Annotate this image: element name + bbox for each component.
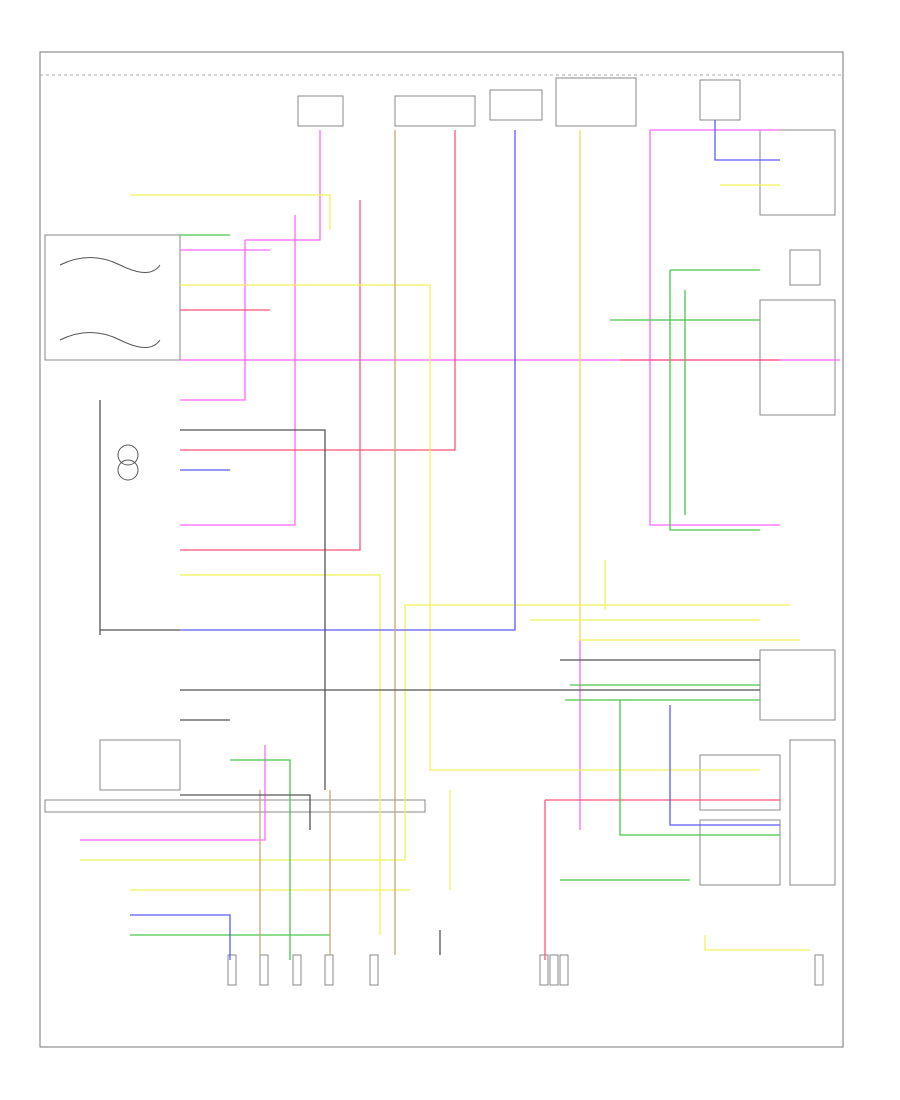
wire-pink-5 xyxy=(180,215,296,526)
switch-box-right xyxy=(759,299,836,416)
wire-yellow-26 xyxy=(704,935,810,951)
connector-1 xyxy=(227,954,237,986)
fuse-box-1 xyxy=(297,95,344,127)
wire-pink-1 xyxy=(245,130,321,241)
connector-9 xyxy=(814,954,824,986)
wire-black-52 xyxy=(180,794,311,830)
connector-7 xyxy=(549,954,559,986)
sensor-symbol-1 xyxy=(59,257,161,273)
connector-3 xyxy=(292,954,302,986)
lamp-symbol-2 xyxy=(117,459,139,481)
relay-box-upper-right xyxy=(759,129,836,216)
fuse-box-2 xyxy=(394,95,476,127)
lamp-symbol-1 xyxy=(117,444,139,466)
connector-8 xyxy=(559,954,569,986)
wire-red-11 xyxy=(180,200,361,551)
fuse-box-5 xyxy=(699,79,741,121)
connector-6 xyxy=(539,954,549,986)
module-left-upper xyxy=(44,234,181,361)
wire-yellow-22 xyxy=(579,130,800,641)
fuse-panel-top xyxy=(297,77,741,127)
relay-small-right xyxy=(789,249,821,286)
wires xyxy=(80,120,840,960)
connector-5 xyxy=(369,954,379,986)
wire-yellow-18 xyxy=(180,574,381,935)
connector-box-right xyxy=(759,649,836,721)
module-box-lower-right xyxy=(789,739,836,886)
fuse-box-4 xyxy=(555,77,637,127)
sensor-symbol-2 xyxy=(59,332,161,348)
wire-yellow-16 xyxy=(180,284,760,771)
pin-table-1 xyxy=(699,754,781,811)
wire-green-30 xyxy=(669,270,760,531)
wire-black-47 xyxy=(180,429,326,790)
wire-pink-8 xyxy=(80,745,266,841)
wire-yellow-20 xyxy=(80,605,406,861)
bottom-connectors xyxy=(227,954,824,986)
wire-blue-42 xyxy=(130,914,231,960)
wire-blue-39 xyxy=(180,130,516,631)
wire-red-10 xyxy=(180,130,456,451)
wire-blue-43 xyxy=(714,120,780,161)
wire-pink-2 xyxy=(180,240,246,401)
wiring-label-bar xyxy=(44,799,426,813)
switch-box-left xyxy=(99,739,181,791)
wire-green-35 xyxy=(619,700,780,836)
wire-pink-7 xyxy=(649,130,780,526)
wire-yellow-17 xyxy=(130,194,331,230)
pin-table-2 xyxy=(699,819,781,886)
connector-4 xyxy=(324,954,334,986)
connector-2 xyxy=(259,954,269,986)
wire-green-31 xyxy=(230,759,291,960)
wire-blue-40 xyxy=(669,705,780,826)
fuse-box-3 xyxy=(489,89,543,121)
diagram-frame xyxy=(39,51,844,1048)
